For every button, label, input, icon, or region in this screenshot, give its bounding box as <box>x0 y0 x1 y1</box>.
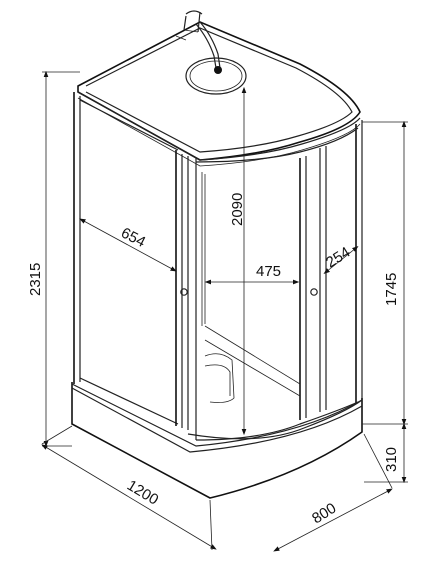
dim-width-label: 1200 <box>124 477 161 509</box>
overhead-shower <box>175 10 247 95</box>
dim-depth-label: 800 <box>309 500 339 528</box>
dim-door-opening-label: 475 <box>256 263 281 280</box>
cabin-frame <box>73 92 363 441</box>
dim-height-cabin: 1745 <box>362 120 408 426</box>
dim-right-panel: 254 <box>323 244 359 274</box>
dim-height-cabin-label: 1745 <box>383 273 400 306</box>
dim-height-tray: 310 <box>364 422 408 484</box>
dim-height-total-label: 2315 <box>27 263 44 296</box>
dim-right-panel-label: 254 <box>323 244 353 272</box>
dim-door-opening: 475 <box>204 263 300 285</box>
dim-height-tray-label: 310 <box>383 447 400 472</box>
dim-height-inner-label: 2090 <box>229 193 246 226</box>
dim-depth: 800 <box>273 433 393 552</box>
dim-left-panel-label: 654 <box>118 224 148 251</box>
dim-height-inner: 2090 <box>229 86 247 436</box>
dim-left-panel: 654 <box>79 218 177 272</box>
dim-width: 1200 <box>41 425 217 551</box>
